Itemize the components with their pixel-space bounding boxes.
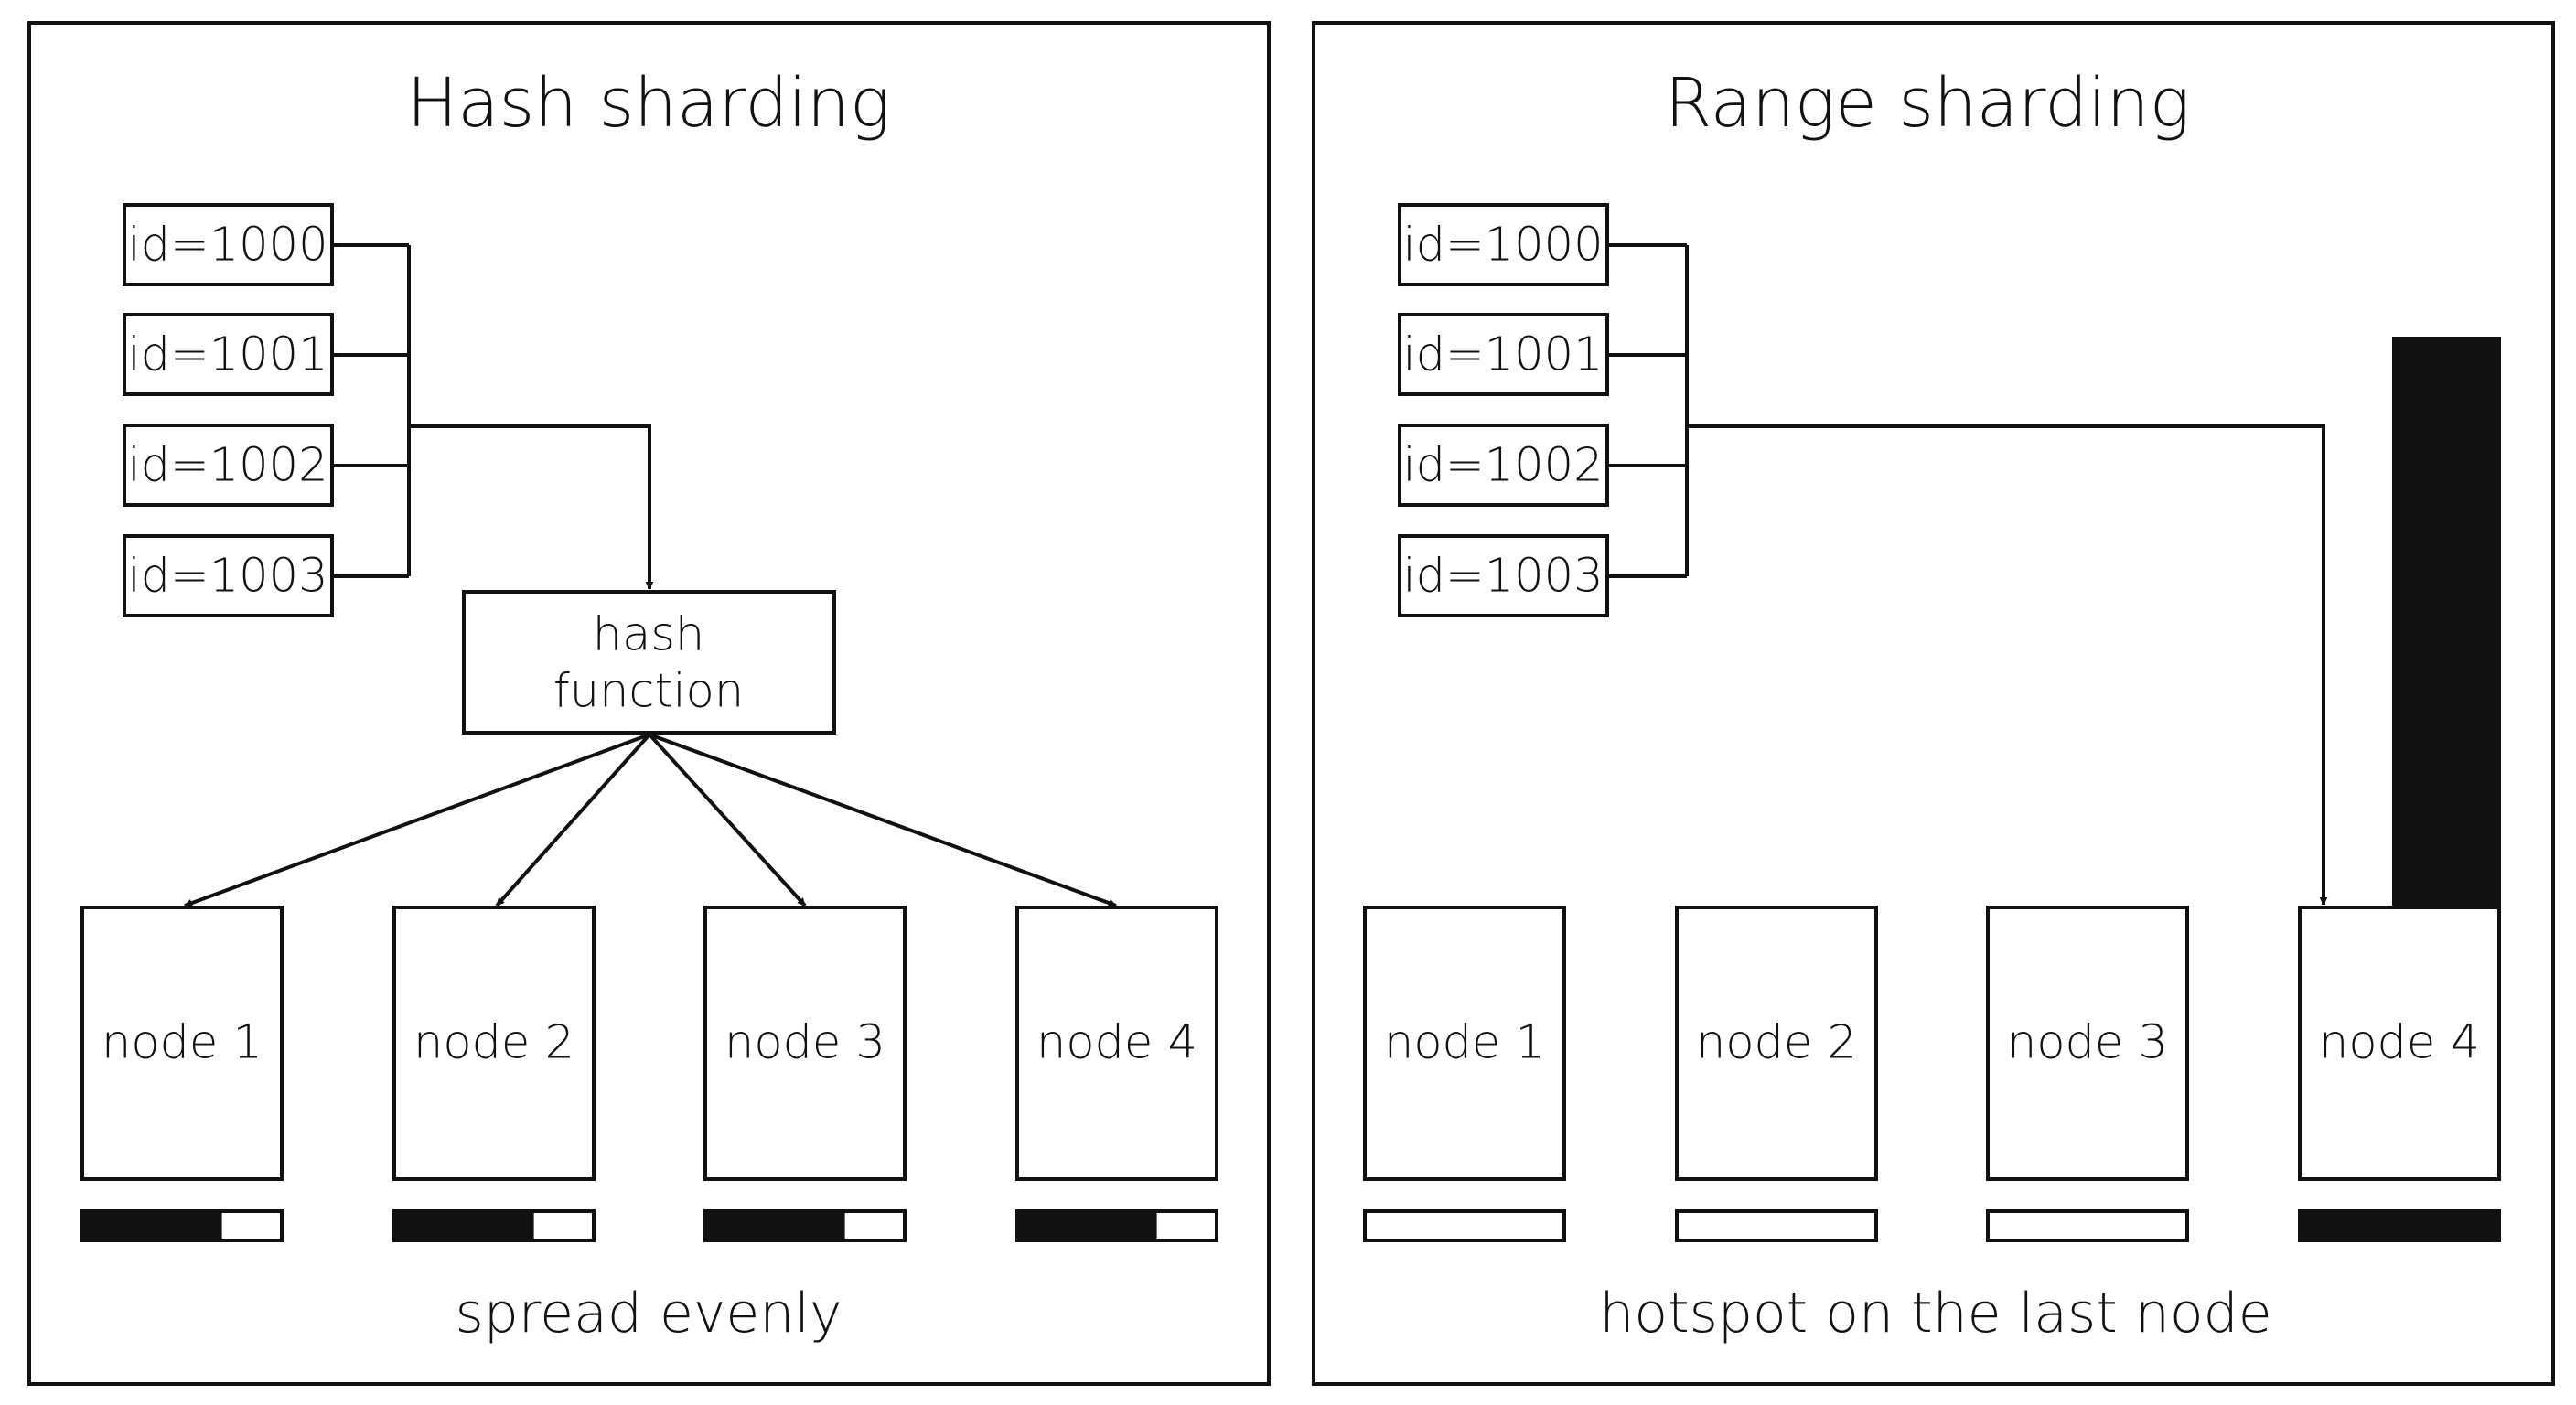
node-label: node 4 (1036, 1016, 1197, 1070)
node-load-bar (1363, 1209, 1566, 1242)
id-record-label: id=1002 (127, 439, 327, 493)
node-label: node 3 (2007, 1016, 2168, 1070)
node-box (1015, 906, 1218, 1181)
node-label: node 1 (102, 1016, 263, 1070)
node-box (2298, 906, 2501, 1181)
fanout-arrow-node-2 (495, 733, 651, 907)
node-load-bar-fill (82, 1211, 222, 1240)
id-record-label: id=1003 (127, 550, 327, 604)
fanout-arrow-node-1 (184, 733, 650, 907)
hash-merge-connector (332, 243, 654, 590)
range-panel-title: Range sharding (1665, 64, 2190, 143)
node-label: node 2 (1696, 1016, 1857, 1070)
id-record-box (1398, 534, 1609, 617)
id-record-box (123, 424, 334, 507)
range-id-list: id=1000 id=1001 id=1002 id=1003 (1398, 203, 1609, 617)
hash-node-row: node 1 node 2 node 3 node 4 (80, 906, 1218, 1181)
hash-panel-title: Hash sharding (407, 64, 891, 143)
range-node-row: node 1 node 2 node 3 node 4 (1363, 906, 2501, 1181)
node-box (1675, 906, 1878, 1181)
node-box (80, 906, 284, 1181)
fanout-arrow-node-3 (648, 733, 807, 907)
to-last-node-arrow (1687, 424, 2328, 906)
to-hash-function-arrow (409, 424, 654, 590)
node-load-bar-fill (2300, 1211, 2499, 1240)
node-load-bar-fill (1017, 1211, 1157, 1240)
hash-id-list: id=1000 id=1001 id=1002 id=1003 (123, 203, 334, 617)
node-box (703, 906, 907, 1181)
id-bracket-line (332, 243, 411, 578)
hash-load-bars (80, 1209, 1218, 1242)
node-label: node 3 (724, 1016, 886, 1070)
hash-sharding-panel: Hash sharding id=1000 id=1001 id=1002 id… (27, 21, 1271, 1386)
hotspot-load-tower (2392, 337, 2501, 907)
id-record-box (123, 534, 334, 617)
node-box (1363, 906, 1566, 1181)
hash-panel-caption: spread evenly (455, 1282, 842, 1346)
node-box (392, 906, 596, 1181)
id-record-label: id=1002 (1402, 439, 1603, 493)
range-merge-connector (1607, 243, 2328, 906)
range-load-bars (1363, 1209, 2501, 1242)
fanout-arrow-node-4 (649, 733, 1117, 907)
node-label: node 4 (2319, 1016, 2480, 1070)
range-panel-caption: hotspot on the last node (1599, 1282, 2271, 1346)
node-load-bar-fill (705, 1211, 845, 1240)
node-label: node 2 (413, 1016, 574, 1070)
node-load-bar (1675, 1209, 1878, 1242)
id-record-label: id=1000 (127, 219, 327, 273)
node-box (1986, 906, 2189, 1181)
id-record-label: id=1000 (1402, 219, 1603, 273)
id-record-box (1398, 203, 1609, 286)
node-load-bar-fill (394, 1211, 534, 1240)
id-record-box (123, 313, 334, 396)
range-sharding-panel: Range sharding id=1000 id=1001 id=1002 i… (1312, 21, 2555, 1386)
id-bracket-line (1607, 243, 1689, 578)
hash-function-label-line2: function (553, 665, 744, 719)
hash-fanout-arrows (184, 733, 1117, 907)
id-record-label: id=1001 (127, 328, 327, 382)
hash-function-box (462, 590, 836, 735)
id-record-label: id=1001 (1402, 328, 1603, 382)
node-load-bar (1986, 1209, 2189, 1242)
node-label: node 1 (1384, 1016, 1545, 1070)
id-record-label: id=1003 (1402, 550, 1603, 604)
id-record-box (1398, 424, 1609, 507)
id-record-box (123, 203, 334, 286)
hash-function-label-line1: hash (593, 608, 704, 662)
